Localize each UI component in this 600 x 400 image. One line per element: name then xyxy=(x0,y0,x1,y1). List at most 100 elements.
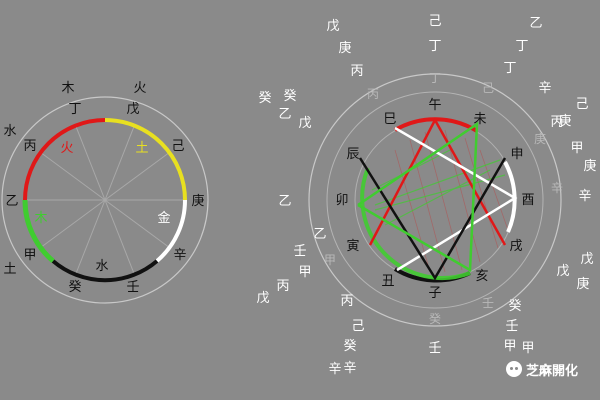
right-outer-ring xyxy=(308,73,562,327)
scatter-label: 甲 xyxy=(298,265,311,280)
left-element-shui-inner: 水 xyxy=(95,259,108,274)
scatter-label: 己 xyxy=(428,14,441,29)
left-element-huo-outer: 火 xyxy=(133,81,146,96)
scatter-label: 丙 xyxy=(276,279,289,294)
left-arc-fire xyxy=(23,118,106,201)
right-ring-stem-ding: 丁 xyxy=(429,71,441,85)
scatter-label: 乙 xyxy=(278,107,291,122)
right-arc-red xyxy=(393,117,479,133)
right-branch-hai: 亥 xyxy=(475,269,488,284)
right-branch-si: 巳 xyxy=(383,112,396,127)
left-arc-metal xyxy=(155,199,188,263)
right-ring-stem-ren: 壬 xyxy=(482,296,494,310)
right-ring-stem-gui: 癸 xyxy=(429,312,441,326)
scatter-label: 庚 xyxy=(583,158,596,174)
scatter-label: 甲 xyxy=(570,141,583,156)
watermark: 芝麻開化 xyxy=(506,358,600,380)
right-branch-you: 酉 xyxy=(521,193,534,208)
scatter-label: 壬 xyxy=(293,244,306,259)
right-green-lines xyxy=(371,149,506,226)
left-arc-water xyxy=(51,259,159,283)
scatter-label: 乙 xyxy=(313,227,326,242)
watermark-text: 芝麻開化 xyxy=(526,363,579,379)
scatter-label: 壬 xyxy=(505,319,518,334)
right-branch-xu: 戌 xyxy=(509,239,522,254)
right-ring-stem-ji: 己 xyxy=(482,81,494,95)
left-stem-jia: 甲 xyxy=(23,248,36,263)
scatter-label: 戊 xyxy=(298,116,311,131)
scatter-label: 庚 xyxy=(576,276,589,292)
left-stem-wu: 戊 xyxy=(126,102,139,117)
scatter-label: 戊 xyxy=(256,291,269,306)
left-stem-gui: 癸 xyxy=(68,280,81,295)
left-element-jin-inner: 金 xyxy=(157,210,170,226)
scatter-label: 丙 xyxy=(550,115,563,130)
scatter-label: 庚 xyxy=(338,40,351,56)
right-branch-shen: 申 xyxy=(510,147,523,162)
left-spokes xyxy=(25,123,185,277)
left-element-tu-outer: 土 xyxy=(3,262,16,277)
left-element-huo-inner: 火 xyxy=(60,141,73,156)
right-ring-stem-geng: 庚 xyxy=(534,131,546,146)
left-outer-ring xyxy=(1,96,209,304)
right-green-triangle xyxy=(357,121,479,273)
scatter-label: 乙 xyxy=(529,16,542,31)
right-branch-chou: 丑 xyxy=(381,274,394,289)
scatter-label: 己 xyxy=(351,319,364,334)
left-stem-yi: 乙 xyxy=(5,194,18,209)
scatter-label: 辛 xyxy=(343,361,356,376)
right-arc-green xyxy=(360,167,471,280)
scatter-label: 丙 xyxy=(340,294,353,309)
right-middle-ring xyxy=(326,91,544,309)
scattered-labels: 戊 庚 丙 癸 乙 戊 己 丁 丁 乙 丁 己 丙 甲 乙 辛 甲 丙 戊 戊 … xyxy=(256,14,596,379)
right-ring-stem-bing: 丙 xyxy=(367,87,379,101)
scatter-label: 辛 xyxy=(328,362,341,377)
left-wheel: 丁 戊 己 庚 辛 壬 癸 甲 乙 丙 木 火 水 土 火 土 金 水 木 xyxy=(1,81,209,304)
scatter-label: 己 xyxy=(575,97,588,112)
left-element-mu: 木 xyxy=(61,81,74,96)
right-branch-wei: 未 xyxy=(473,112,486,127)
right-inner-ring xyxy=(354,119,516,281)
scatter-label: 丁 xyxy=(503,61,516,76)
left-stem-xin: 辛 xyxy=(173,248,186,263)
scatter-label: 丁 xyxy=(428,39,441,54)
left-element-tu-inner: 土 xyxy=(135,141,148,156)
right-black-triangle xyxy=(358,157,507,281)
scatter-label: 甲 xyxy=(521,341,534,356)
left-element-mu-inner: 木 xyxy=(34,211,47,226)
scatter-label: 癸 xyxy=(508,299,521,314)
scatter-label: 壬 xyxy=(428,341,441,356)
scatter-label: 辛 xyxy=(538,81,551,96)
scatter-label: 丁 xyxy=(515,39,528,54)
left-arc-earth xyxy=(104,118,187,201)
right-ring-stem-xin: 辛 xyxy=(551,181,563,195)
left-element-shui-outer: 水 xyxy=(3,124,16,139)
scatter-label: 乙 xyxy=(278,194,291,209)
right-wheel: 午 未 申 酉 戌 亥 子 丑 寅 卯 辰 巳 丁 己 庚 辛 壬 癸 甲 丙 xyxy=(308,71,563,327)
scatter-label: 戊 xyxy=(326,19,339,34)
wechat-icon xyxy=(506,361,522,377)
right-ring-stem-jia: 甲 xyxy=(324,253,336,267)
left-arc-wood xyxy=(22,199,55,263)
right-branch-chen: 辰 xyxy=(346,147,359,162)
scatter-label: 戊 xyxy=(556,264,569,279)
scatter-label: 丙 xyxy=(350,64,363,79)
left-stem-geng: 庚 xyxy=(191,193,204,209)
scatter-label: 甲 xyxy=(503,339,516,354)
right-red-triangle xyxy=(368,117,507,246)
scatter-label: 辛 xyxy=(578,189,591,204)
right-branch-yin: 寅 xyxy=(346,238,359,254)
scatter-label: 癸 xyxy=(343,339,356,354)
left-stem-bing: 丙 xyxy=(23,139,36,154)
right-branch-wu-noon: 午 xyxy=(428,98,441,113)
scatter-label: 戊 xyxy=(580,252,593,267)
left-stem-ji: 己 xyxy=(171,139,184,154)
scatter-label: 癸 xyxy=(258,91,271,106)
left-stem-ding: 丁 xyxy=(68,102,81,117)
right-branch-mao: 卯 xyxy=(335,193,348,208)
scatter-label: 庚 xyxy=(558,113,571,129)
scatter-label: 辛 xyxy=(538,364,551,379)
right-branch-zi: 子 xyxy=(428,286,441,301)
left-stem-ren: 壬 xyxy=(126,280,139,295)
